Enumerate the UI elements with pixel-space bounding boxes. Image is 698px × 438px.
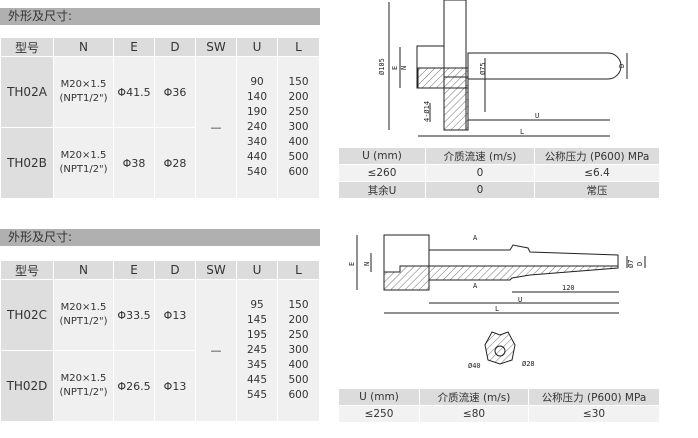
col-header: E [114, 261, 154, 279]
d-cell: Φ13 [155, 280, 195, 350]
col-header: 介质流速 (m/s) [426, 148, 534, 164]
col-header: U (mm) [339, 148, 425, 164]
col-header: 公称压力 (P600) MPa [535, 148, 659, 164]
col-header: D [155, 261, 195, 279]
svg-text:U: U [535, 112, 539, 120]
col-header: N [54, 38, 113, 56]
col-header: U [237, 261, 277, 279]
spec-table-1: 型号 N E D SW U L TH02A M20×1.5 (NPT1/2") Φ… [0, 37, 320, 199]
col-header: U (mm) [339, 389, 419, 405]
svg-text:Ø28: Ø28 [522, 360, 535, 368]
svg-text:A: A [473, 282, 478, 290]
svg-text:Ø105: Ø105 [378, 58, 386, 75]
svg-text:Ø75: Ø75 [479, 62, 487, 75]
d-cell: Φ13 [155, 351, 195, 421]
table-row: ≤250≤80≤30 [339, 406, 659, 422]
col-header: SW [196, 261, 236, 279]
col-header: 型号 [1, 261, 53, 279]
col-header: SW [196, 38, 236, 56]
flange-thermowell-drawing: Ø105 E N Ø75 4-Ø14 U L D [378, 0, 628, 137]
svg-text:L: L [520, 128, 524, 136]
thread-npt: (NPT1/2") [59, 93, 108, 104]
col-header: L [278, 38, 319, 56]
section-title-2: 外形及尺寸: [0, 229, 320, 246]
e-cell: Φ33.5 [114, 280, 154, 350]
svg-text:N: N [400, 66, 408, 70]
svg-text:E: E [391, 66, 399, 70]
condition-table-2: U (mm)介质流速 (m/s)公称压力 (P600) MPa ≤250≤80≤… [338, 388, 660, 423]
svg-text:D: D [618, 64, 626, 68]
col-header: L [278, 261, 319, 279]
sw-cell: — [196, 57, 236, 198]
model-cell: TH02C [1, 280, 53, 350]
svg-text:N: N [363, 262, 371, 266]
d-cell: Φ28 [155, 128, 195, 198]
spec-table-2: 型号 N E D SW U L TH02C M20×1.5(NPT1/2") Φ… [0, 260, 320, 422]
thread-cell: M20×1.5 (NPT1/2") [54, 57, 113, 127]
section-title-1: 外形及尺寸: [0, 8, 320, 25]
svg-text:120: 120 [562, 284, 575, 292]
col-header: N [54, 261, 113, 279]
d-cell: Φ36 [155, 57, 195, 127]
svg-text:D: D [636, 262, 644, 266]
col-header: 型号 [1, 38, 53, 56]
svg-text:A: A [473, 234, 478, 242]
col-header: D [155, 38, 195, 56]
e-cell: Φ26.5 [114, 351, 154, 421]
table-row: TH02B M20×1.5(NPT1/2") Φ38 Φ28 [1, 128, 319, 198]
table-row: TH02D M20×1.5(NPT1/2") Φ26.5 Φ13 [1, 351, 319, 421]
col-header: 公称压力 (P600) MPa [529, 389, 659, 405]
tapered-thermowell-drawing: E N A A 120 U L D Ø7 Ø40 Ø28 [348, 234, 646, 370]
sw-cell: — [196, 280, 236, 421]
col-header: 介质流速 (m/s) [420, 389, 528, 405]
e-cell: Φ41.5 [114, 57, 154, 127]
svg-text:Ø7: Ø7 [627, 260, 635, 268]
thread-cell: M20×1.5(NPT1/2") [54, 128, 113, 198]
e-cell: Φ38 [114, 128, 154, 198]
model-cell: TH02B [1, 128, 53, 198]
svg-text:U: U [518, 296, 522, 304]
svg-text:Ø40: Ø40 [468, 362, 481, 370]
thread-cell: M20×1.5(NPT1/2") [54, 351, 113, 421]
model-cell: TH02D [1, 351, 53, 421]
svg-text:4-Ø14: 4-Ø14 [423, 101, 431, 122]
model-cell: TH02A [1, 57, 53, 127]
col-header: E [114, 38, 154, 56]
thread: M20×1.5 [60, 79, 107, 90]
svg-text:E: E [348, 262, 356, 266]
svg-text:L: L [495, 305, 499, 313]
thread-cell: M20×1.5(NPT1/2") [54, 280, 113, 350]
col-header: U [237, 38, 277, 56]
